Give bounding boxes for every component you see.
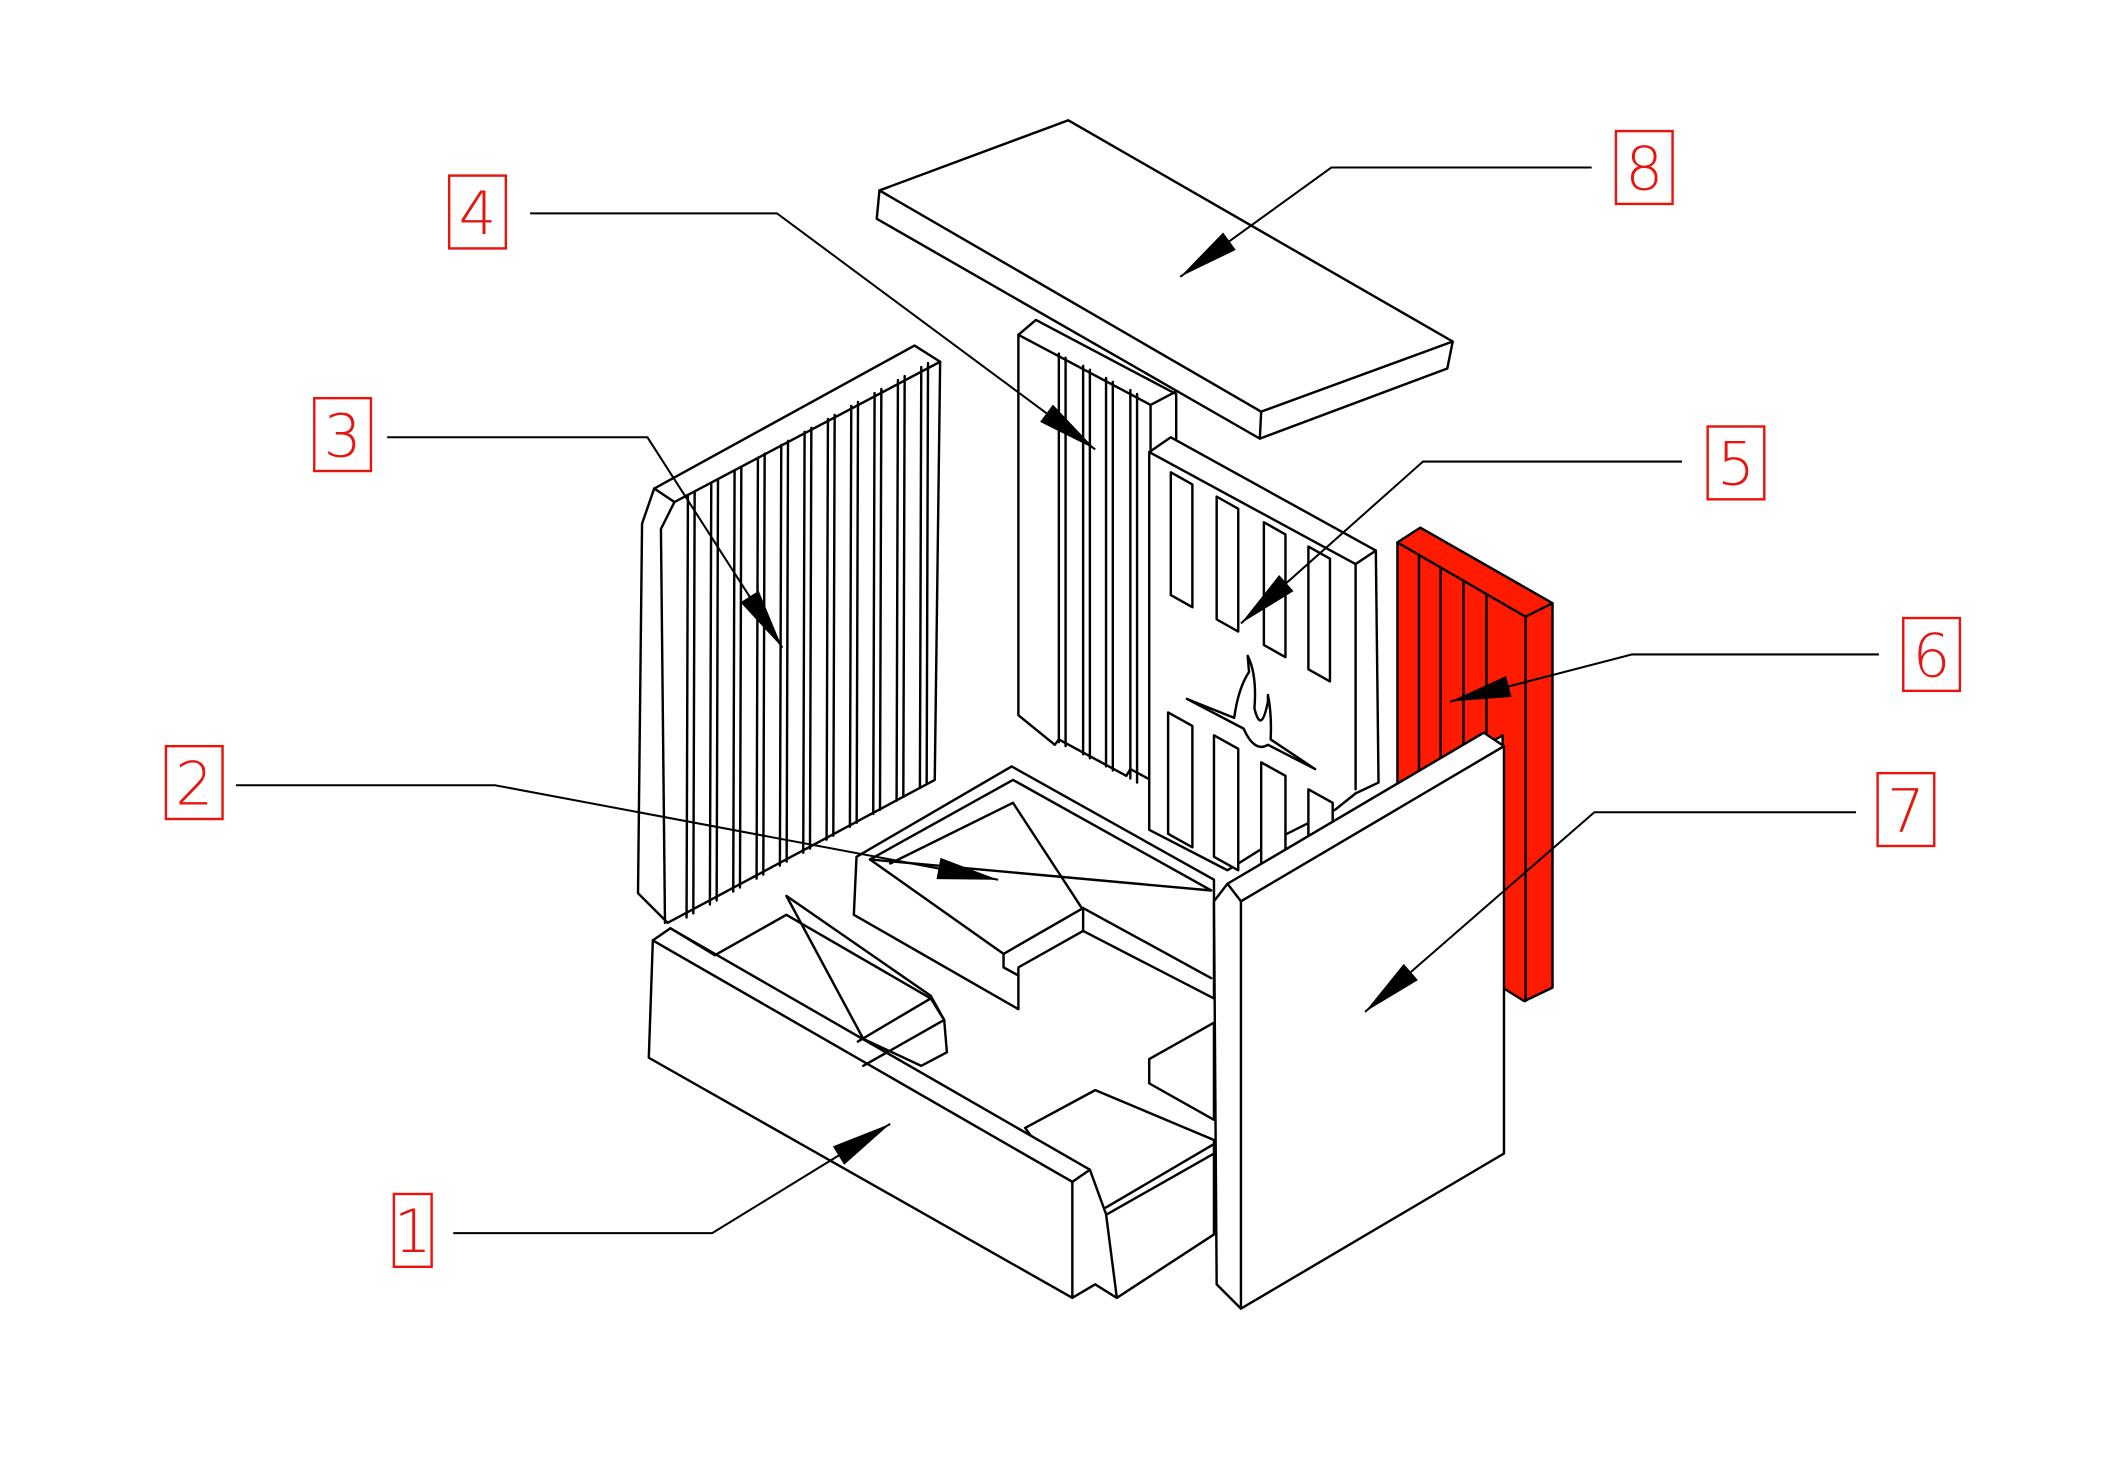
arrow-head-icon bbox=[832, 1123, 891, 1165]
part-2-floor-plate[interactable] bbox=[852, 765, 1216, 1011]
arrow-head-icon bbox=[1040, 404, 1096, 450]
part-label-6[interactable]: 6 bbox=[1902, 616, 1962, 693]
flame-emblem-icon bbox=[1185, 654, 1317, 771]
part-1-front-bottom[interactable] bbox=[647, 894, 1216, 1300]
label-number: 2 bbox=[175, 749, 213, 818]
arrow-head-icon bbox=[1450, 675, 1512, 702]
part-label-2[interactable]: 2 bbox=[164, 744, 224, 821]
part-label-4[interactable]: 4 bbox=[447, 174, 508, 250]
label-box bbox=[1614, 129, 1674, 206]
part-label-7[interactable]: 7 bbox=[1876, 771, 1936, 848]
part-label-1[interactable]: 1 bbox=[392, 1192, 433, 1269]
label-box bbox=[164, 744, 224, 821]
leader-line-2 bbox=[236, 784, 999, 881]
arrow-head-icon bbox=[936, 857, 999, 880]
part-4-back-left-panel[interactable] bbox=[1017, 318, 1178, 784]
arrow-head-icon bbox=[740, 590, 783, 648]
part-label-8[interactable]: 8 bbox=[1614, 129, 1674, 206]
leader-line-4 bbox=[530, 212, 1096, 451]
part-labels: 1 2 3 4 5 6 7 8 bbox=[164, 129, 1962, 1269]
leader-line-7 bbox=[1364, 811, 1857, 1013]
leader-lines bbox=[236, 166, 1879, 1235]
leader-line-6 bbox=[1449, 653, 1879, 703]
arrow-head-icon bbox=[1240, 575, 1294, 624]
arrow-head-icon bbox=[1365, 963, 1418, 1012]
label-number: 3 bbox=[324, 401, 362, 470]
label-box bbox=[1876, 771, 1936, 848]
part-label-3[interactable]: 3 bbox=[313, 396, 373, 473]
label-number: 8 bbox=[1625, 134, 1663, 203]
leader-line-8 bbox=[1179, 166, 1592, 278]
part-8-top-plate[interactable] bbox=[875, 119, 1454, 440]
part-3-left-wall[interactable] bbox=[636, 344, 942, 925]
part-label-5[interactable]: 5 bbox=[1706, 425, 1766, 501]
leader-line-3 bbox=[387, 436, 784, 649]
label-number: 7 bbox=[1887, 776, 1925, 845]
leader-line-1 bbox=[453, 1122, 891, 1235]
label-number: 6 bbox=[1913, 621, 1951, 690]
label-box bbox=[392, 1192, 433, 1269]
arrow-head-icon bbox=[1180, 232, 1236, 277]
label-box bbox=[1902, 616, 1962, 693]
leader-line-5 bbox=[1240, 460, 1683, 625]
label-box bbox=[1706, 425, 1766, 501]
label-number: 1 bbox=[394, 1197, 432, 1266]
part-7-right-side-wall[interactable] bbox=[1212, 731, 1506, 1310]
label-number: 4 bbox=[459, 179, 497, 248]
label-box bbox=[447, 174, 508, 250]
label-number: 5 bbox=[1717, 430, 1755, 499]
label-box bbox=[313, 396, 373, 473]
